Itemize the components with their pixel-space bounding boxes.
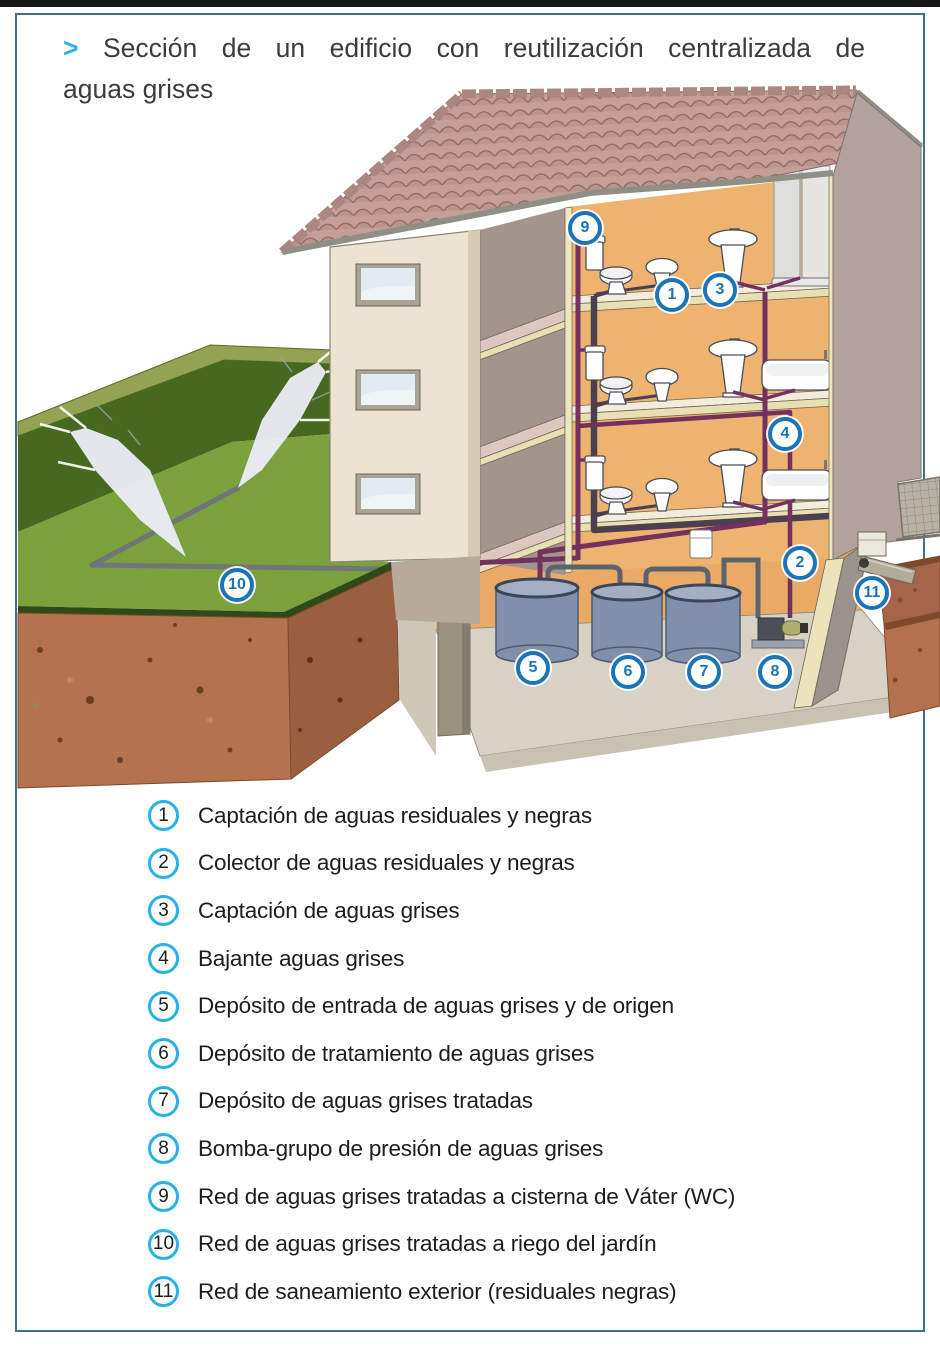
facade xyxy=(329,229,481,624)
roof-ridge-caps xyxy=(279,85,857,256)
legend-number-circle: 9 xyxy=(148,1181,179,1213)
street-grate xyxy=(897,476,940,538)
legend-item: 10 Red de aguas grises tratadas a riego … xyxy=(148,1220,868,1268)
soil-step-lower xyxy=(883,611,940,719)
toilet xyxy=(584,235,633,295)
legend-label: Captación de aguas residuales y negras xyxy=(198,802,592,828)
legend-item: 6 Depósito de tratamiento de aguas grise… xyxy=(148,1030,868,1078)
fixtures xyxy=(584,163,833,515)
callout-3: 3 xyxy=(703,273,737,307)
legend-label: Bomba-grupo de presión de aguas grises xyxy=(198,1135,604,1161)
fixture-drains xyxy=(732,276,801,512)
legend-item: 11 Red de saneamiento exterior (residual… xyxy=(148,1268,868,1316)
storage-tank xyxy=(664,583,742,665)
side-room-ledges xyxy=(473,308,566,576)
greywater-bajante-pipe xyxy=(537,292,768,584)
garden xyxy=(17,343,400,789)
legend-item: 2 Colector de aguas residuales y negras xyxy=(148,840,868,888)
roof-fascia xyxy=(281,170,834,255)
callout-4: 4 xyxy=(768,417,802,451)
facade-foundation xyxy=(391,556,480,624)
building-section-illustration xyxy=(17,85,940,789)
legend-number-circle: 4 xyxy=(148,943,179,975)
title-line-2: aguas grises xyxy=(63,74,214,104)
bidet xyxy=(645,367,679,402)
legend-label: Captación de aguas grises xyxy=(198,897,460,923)
callout-2: 2 xyxy=(783,546,817,580)
roof xyxy=(279,85,924,256)
filter-box xyxy=(689,529,713,559)
basement-floor-front xyxy=(480,692,934,772)
callout-7: 7 xyxy=(687,655,721,689)
soil-speckles xyxy=(892,588,922,683)
legend-label: Red de aguas grises tratadas a riego del… xyxy=(198,1231,657,1257)
soil-right-face xyxy=(287,567,400,780)
callout-1: 1 xyxy=(655,278,689,312)
top-black-strip xyxy=(0,0,940,7)
legend-item: 9 Red de aguas grises tratadas a cistern… xyxy=(148,1173,868,1221)
legend-number-circle: 5 xyxy=(148,990,179,1022)
legend-number-circle: 7 xyxy=(148,1085,179,1117)
legend-number-circle: 11 xyxy=(148,1276,179,1308)
legend-label: Red de aguas grises tratadas a cisterna … xyxy=(198,1183,736,1209)
window xyxy=(355,263,421,307)
legend-item: 8 Bomba-grupo de presión de aguas grises xyxy=(148,1125,868,1173)
soil-top-edge xyxy=(18,562,396,618)
legend-item: 1 Captación de aguas residuales y negras xyxy=(148,792,868,840)
figure-title: > Sección de un edificio con reutilizaci… xyxy=(63,28,865,110)
callout-6: 6 xyxy=(611,655,645,689)
legend-number-circle: 3 xyxy=(148,895,179,927)
legend-number-circle: 6 xyxy=(148,1038,179,1070)
sink xyxy=(708,338,758,398)
toilet xyxy=(584,455,633,515)
legend-item: 7 Depósito de aguas grises tratadas xyxy=(148,1078,868,1126)
legend-label: Depósito de entrada de aguas grises y de… xyxy=(198,993,674,1019)
gable-exterior-wall xyxy=(832,92,922,561)
legend-number-circle: 1 xyxy=(148,800,179,832)
legend-item: 3 Captación de aguas grises xyxy=(148,887,868,935)
storage-tank xyxy=(590,582,664,664)
soil-step-lower-top xyxy=(884,612,940,630)
title-line-1: > Sección de un edificio con reutilizaci… xyxy=(63,28,865,69)
side-room-wall xyxy=(472,208,565,575)
bidet xyxy=(645,477,679,512)
legend-label: Red de saneamiento exterior (residuales … xyxy=(198,1278,677,1304)
legend-label: Bajante aguas grises xyxy=(198,945,405,971)
shower xyxy=(771,163,833,287)
callout-11: 11 xyxy=(855,576,889,610)
title-text: Sección de un edificio con reutilización… xyxy=(102,33,865,63)
sewer-outlet-box xyxy=(857,531,887,557)
grate-edge xyxy=(895,533,940,542)
callout-9: 9 xyxy=(568,211,602,245)
bathtub xyxy=(761,350,833,391)
sewer-pipe xyxy=(857,555,917,585)
sprinkler-spray xyxy=(39,403,186,557)
callout-5: 5 xyxy=(516,651,550,685)
legend-label: Depósito de aguas grises tratadas xyxy=(198,1088,533,1114)
bidet xyxy=(645,257,679,292)
bathtub xyxy=(761,460,833,501)
legend-number-circle: 10 xyxy=(148,1228,179,1260)
callout-10: 10 xyxy=(220,568,254,602)
soil-speckles xyxy=(33,623,363,763)
callout-8: 8 xyxy=(758,655,792,689)
legend-item: 5 Depósito de entrada de aguas grises y … xyxy=(148,982,868,1030)
pump xyxy=(751,617,808,649)
inter-tank-pipes xyxy=(545,557,761,618)
legend-number-circle: 2 xyxy=(148,847,179,879)
storage-tank xyxy=(494,577,580,664)
legend-item: 4 Bajante aguas grises xyxy=(148,935,868,983)
gable-overhang xyxy=(855,89,923,149)
chevron-marker-icon: > xyxy=(63,33,79,63)
hedge-face xyxy=(18,360,332,532)
legend-label: Colector de aguas residuales y negras xyxy=(198,850,575,876)
legend-number-circle: 8 xyxy=(148,1133,179,1165)
toilet xyxy=(584,345,633,405)
window xyxy=(355,473,421,515)
window xyxy=(355,369,421,411)
legend-label: Depósito de tratamiento de aguas grises xyxy=(198,1040,595,1066)
legend: 1 Captación de aguas residuales y negras… xyxy=(148,792,868,1316)
